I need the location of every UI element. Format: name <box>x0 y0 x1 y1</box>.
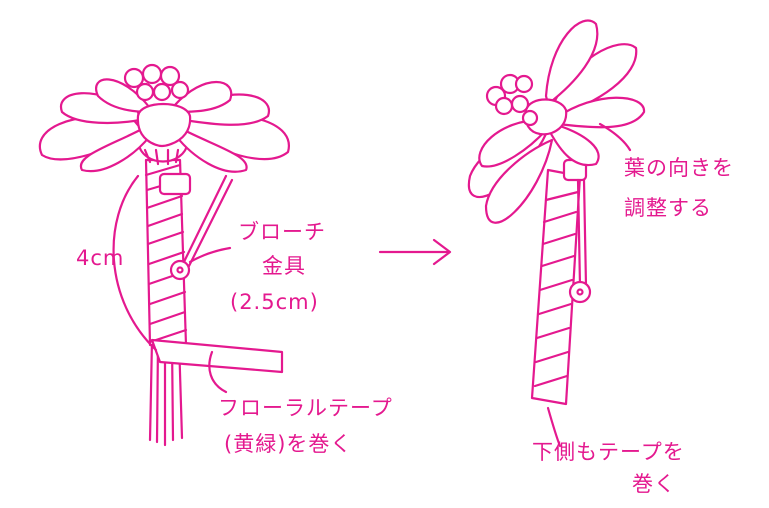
right-flower-assembly <box>467 19 646 448</box>
floral-tape-strip <box>150 338 284 374</box>
bottom-label-line2: 巻く <box>632 472 676 496</box>
bottom-label-line1: 下側もテープを <box>532 440 685 464</box>
flower-petals <box>38 78 290 173</box>
brooch-label-line2: 金具 <box>262 254 306 278</box>
tape-label-line1: フローラルテープ <box>218 396 393 420</box>
measure-arc-4cm <box>112 174 158 352</box>
left-flower-assembly <box>38 63 290 447</box>
brooch-label-line3: (2.5cm) <box>230 290 319 314</box>
tape-label-line2: (黄緑)を巻く <box>224 432 353 456</box>
taped-stem <box>144 158 188 347</box>
brooch-label-line1: ブローチ <box>238 220 326 244</box>
brooch-clasp-top <box>158 172 192 196</box>
brooch-leader-line <box>188 246 232 264</box>
leaf-label-line2: 調整する <box>624 196 712 220</box>
flower-petals-right <box>467 19 646 224</box>
flower-buds-right <box>485 73 539 127</box>
flower-calyx <box>136 140 190 166</box>
brooch-pin <box>169 174 234 281</box>
tape-leader-line <box>208 350 228 394</box>
flower-buds <box>123 63 190 102</box>
right-arrow-icon <box>378 238 452 266</box>
leaf-adjust-marks <box>598 122 632 152</box>
leaf-label-line1: 葉の向きを <box>624 156 734 180</box>
length-label: 4cm <box>76 246 125 270</box>
bottom-leader-line <box>546 406 562 448</box>
